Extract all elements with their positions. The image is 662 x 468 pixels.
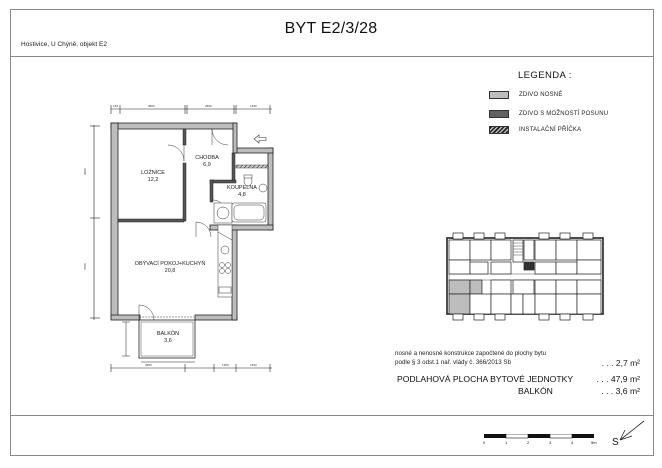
scale-tick: 2 bbox=[527, 440, 530, 445]
movable-wall-swatch-icon bbox=[489, 110, 509, 118]
svg-text:1350: 1350 bbox=[222, 363, 229, 367]
balcony-area-label: BALKÓN bbox=[518, 386, 553, 396]
drawing-frame bbox=[10, 9, 654, 456]
footer-divider bbox=[10, 415, 654, 416]
legend-item-movable-wall: ZDIVO S MOŽNOSTÍ POSUNU bbox=[489, 109, 608, 119]
legend-item-installation-partition: INSTALAČNÍ PŘÍČKA bbox=[489, 125, 581, 135]
svg-text:150: 150 bbox=[113, 104, 118, 108]
room-name: LOŽNICE bbox=[141, 170, 165, 176]
structures-note-line2: podle § 3 odst.1 nař. vlády č. 366/2013 … bbox=[395, 359, 511, 366]
room-name: CHODBA bbox=[195, 155, 219, 161]
floor-area-label: PODLAHOVÁ PLOCHA BYTOVÉ JEDNOTKY bbox=[397, 374, 574, 384]
svg-text:3900: 3900 bbox=[83, 168, 87, 175]
header-divider bbox=[10, 56, 654, 57]
scale-tick: 4 bbox=[571, 440, 574, 445]
room-loznice: LOŽNICE 12,2 bbox=[138, 170, 168, 184]
room-area: 4,8 bbox=[238, 192, 246, 198]
north-label: S bbox=[612, 437, 619, 448]
legend-label: INSTALAČNÍ PŘÍČKA bbox=[519, 127, 582, 133]
room-area: 3,6 bbox=[164, 338, 172, 344]
legend-item-bearing-wall: ZDIVO NOSNÉ bbox=[489, 90, 563, 100]
installation-partition-swatch-icon bbox=[489, 126, 509, 134]
scale-tick: 5m bbox=[591, 440, 597, 445]
balcony-area-value: . . . 3,6 m² bbox=[601, 386, 640, 396]
room-area: 12,2 bbox=[147, 177, 159, 183]
room-area: 20,8 bbox=[164, 268, 176, 274]
svg-text:1450: 1450 bbox=[250, 363, 257, 367]
room-balkon: BALKÓN 3,6 bbox=[148, 331, 188, 345]
room-name: BALKÓN bbox=[156, 331, 180, 337]
location-subtitle: Hostivice, U Chýně, objekt E2 bbox=[21, 41, 107, 48]
svg-text:4700: 4700 bbox=[83, 263, 87, 270]
room-koupelna: KOUPELNA 4,8 bbox=[225, 185, 259, 199]
legend-label: ZDIVO S MOŽNOSTÍ POSUNU bbox=[519, 111, 609, 117]
floor-area-value: . . . 47,9 m² bbox=[596, 374, 640, 384]
bearing-wall-swatch-icon bbox=[489, 91, 509, 99]
room-name: OBÝVACÍ POKOJ+KUCHYŇ bbox=[134, 261, 206, 267]
legend-title: LEGENDA : bbox=[518, 70, 572, 81]
structures-note-line1: nosné a nenosné konstrukce započtené do … bbox=[395, 350, 547, 357]
svg-text:1450: 1450 bbox=[250, 104, 257, 108]
north-arrow-icon bbox=[619, 420, 645, 441]
room-area: 6,9 bbox=[203, 162, 211, 168]
scale-tick: 1 bbox=[505, 440, 508, 445]
room-name: KOUPELNA bbox=[227, 185, 257, 191]
building-key-plan bbox=[446, 232, 604, 321]
room-chodba: CHODBA 6,9 bbox=[192, 155, 222, 169]
legend-label: ZDIVO NOSNÉ bbox=[519, 92, 563, 98]
scale-tick: 0 bbox=[483, 440, 486, 445]
scale-tick: 3 bbox=[549, 440, 552, 445]
structures-area-value: . . . 2,7 m² bbox=[601, 358, 640, 368]
svg-text:3800: 3800 bbox=[148, 104, 155, 108]
svg-text:3950: 3950 bbox=[145, 363, 152, 367]
page-title: BYT E2/3/28 bbox=[284, 20, 378, 37]
scale-bar: 0 1 2 3 4 5m bbox=[483, 433, 604, 453]
svg-text:2500: 2500 bbox=[205, 104, 212, 108]
room-obyvaci-pokoj-kuchyn: OBÝVACÍ POKOJ+KUCHYŇ 20,8 bbox=[125, 261, 215, 275]
